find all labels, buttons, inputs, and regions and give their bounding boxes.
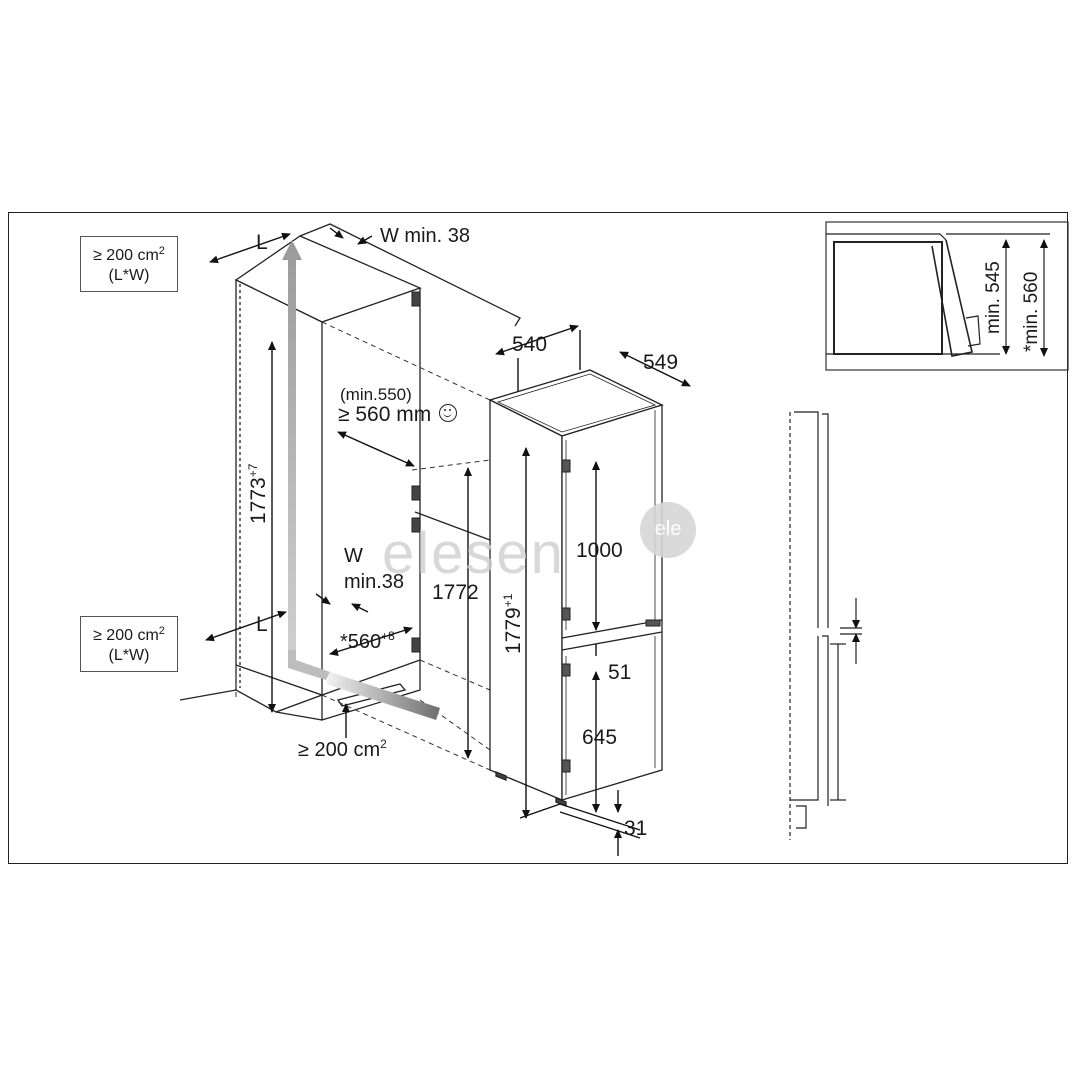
smile-icon bbox=[439, 404, 458, 422]
vent-area-text: ≥ 200 cm bbox=[93, 627, 159, 644]
vent-area-sup: 2 bbox=[158, 625, 165, 637]
label-W-min-38-top: W min. 38 bbox=[380, 225, 471, 247]
appliance-hinges bbox=[561, 459, 661, 773]
label-L-top: L bbox=[256, 231, 268, 254]
label-depth-min: (min.550) bbox=[340, 385, 412, 404]
label-min-560: *min. 560 bbox=[1021, 271, 1042, 352]
label-min-545: min. 545 bbox=[983, 261, 1004, 334]
label-depth: ≥ 560 mm bbox=[338, 403, 458, 426]
projection-lines bbox=[235, 321, 561, 801]
label-31: 31 bbox=[624, 817, 648, 840]
vent-area-formula: (L*W) bbox=[108, 647, 150, 664]
label-W-min-38-mid: min.38 bbox=[344, 571, 405, 593]
vent-area-box-middle: ≥ 200 cm2 (L*W) bbox=[80, 616, 178, 672]
label-niche-width: *560+8 bbox=[340, 630, 395, 652]
airflow-arrows bbox=[282, 240, 440, 720]
watermark-text: elesen bbox=[382, 521, 565, 586]
niche-height-tolerance: +7 bbox=[246, 463, 260, 478]
vent-area-sup: 2 bbox=[380, 737, 387, 751]
label-1000: 1000 bbox=[576, 539, 623, 562]
label-L-bottom: L bbox=[256, 613, 268, 636]
vent-area-formula: (L*W) bbox=[108, 267, 150, 284]
cabinet-hinges bbox=[411, 291, 421, 653]
label-645: 645 bbox=[582, 726, 618, 749]
niche-width-value: *560 bbox=[340, 631, 382, 653]
appliance-body bbox=[488, 369, 664, 807]
dimension-lines bbox=[205, 227, 691, 856]
inset-top-view bbox=[825, 221, 1069, 371]
vent-area-text: ≥ 200 cm bbox=[298, 739, 381, 761]
label-height-1772: 1772 bbox=[432, 581, 479, 604]
side-profile bbox=[789, 411, 862, 840]
label-51: 51 bbox=[608, 661, 632, 684]
niche-cabinet bbox=[179, 223, 521, 721]
height-1779-tolerance: +1 bbox=[501, 593, 515, 608]
vent-area-text: ≥ 200 cm bbox=[93, 247, 159, 264]
vent-area-sup: 2 bbox=[158, 245, 165, 257]
label-height-1779: 1779+1 bbox=[501, 593, 525, 654]
label-W-mid: W bbox=[344, 545, 363, 567]
watermark-badge: ele bbox=[640, 502, 696, 558]
vent-area-box-top: ≥ 200 cm2 (L*W) bbox=[80, 236, 178, 292]
label-appliance-depth: 549 bbox=[643, 351, 679, 374]
niche-width-tolerance: +8 bbox=[381, 629, 395, 643]
depth-value: ≥ 560 mm bbox=[338, 403, 432, 426]
height-1779-value: 1779 bbox=[502, 607, 525, 654]
label-niche-height: 1773+7 bbox=[246, 463, 270, 524]
vent-area-bottom: ≥ 200 cm2 bbox=[298, 738, 387, 760]
niche-height-value: 1773 bbox=[247, 477, 270, 524]
label-appliance-width: 540 bbox=[512, 333, 548, 356]
